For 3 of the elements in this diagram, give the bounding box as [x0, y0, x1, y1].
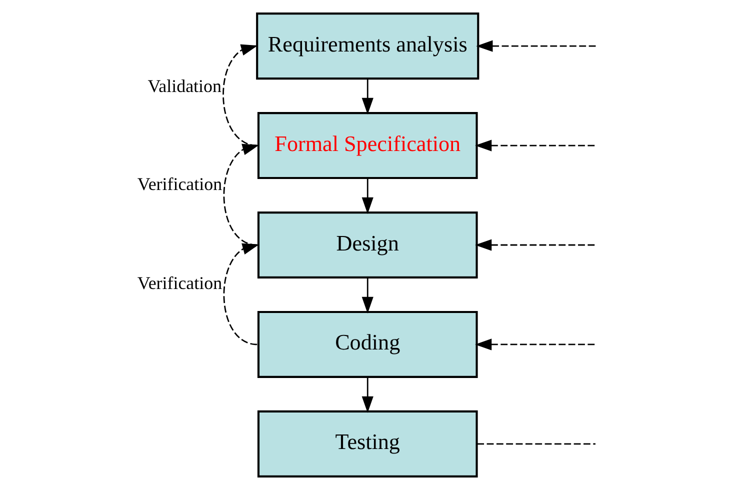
- edge-label: Verification: [136, 273, 222, 294]
- edge-label: Verification: [136, 174, 222, 194]
- edge-label: Validation: [147, 76, 221, 96]
